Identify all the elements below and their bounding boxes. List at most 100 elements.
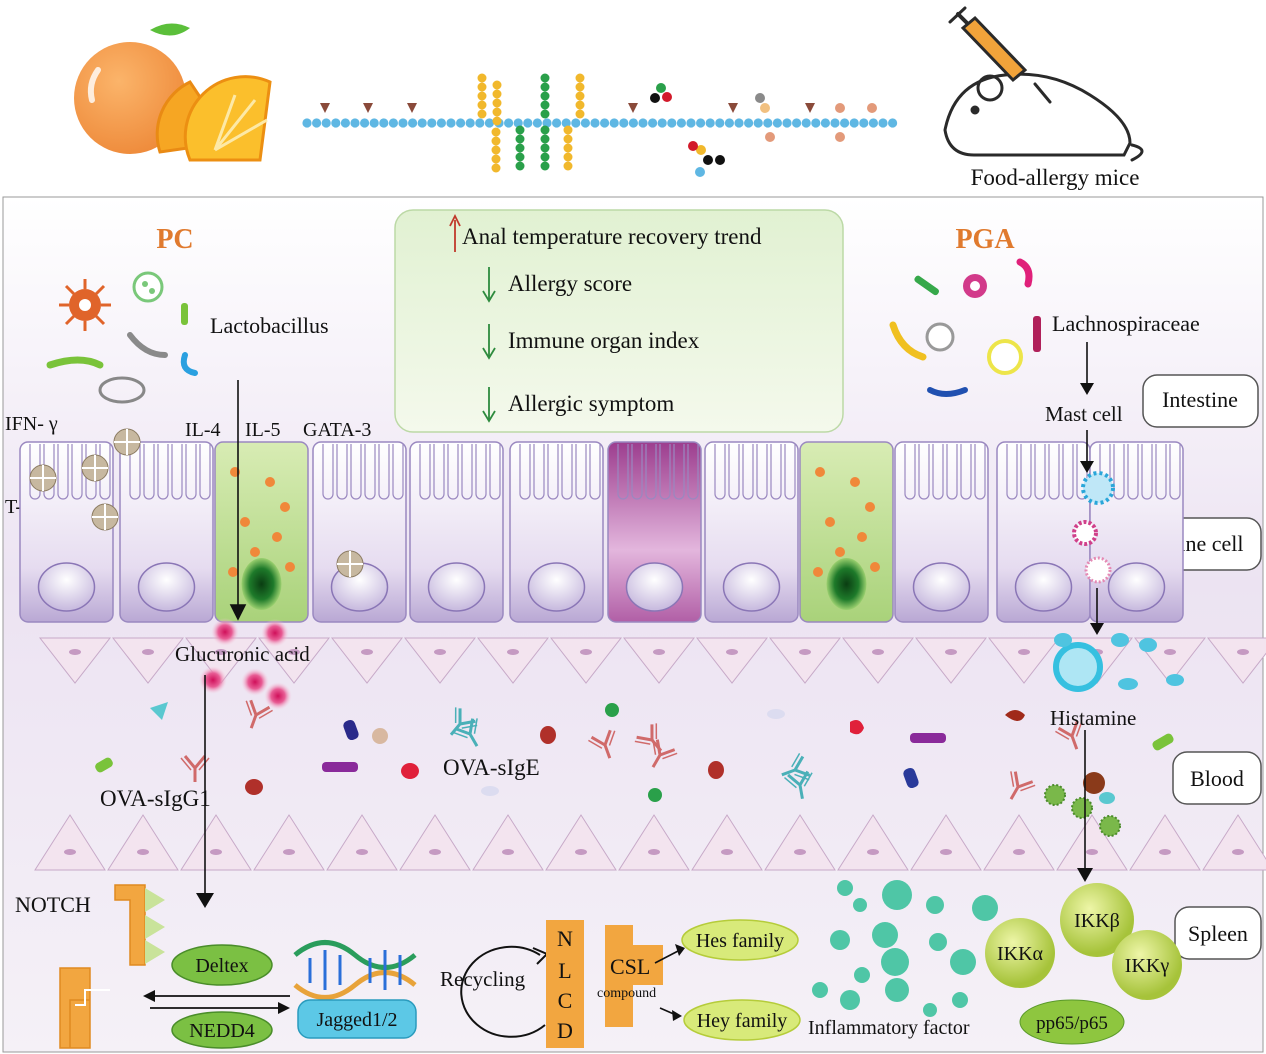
- chain-unit: [561, 118, 571, 128]
- basal-cell: [403, 637, 477, 684]
- chain-unit: [321, 118, 331, 128]
- vessel-cell: [545, 814, 617, 871]
- chain-unit: [840, 118, 850, 128]
- deltex-node: [171, 944, 273, 986]
- epithelial-cell: [996, 441, 1091, 623]
- il4-label: IL-4: [185, 419, 221, 441]
- chain-unit: [379, 118, 389, 128]
- chain-side-unit: [491, 145, 501, 155]
- cytokine-particle: [29, 464, 57, 492]
- intestine-label: Intestine: [1162, 387, 1238, 412]
- basal-cell: [476, 637, 550, 684]
- vessel-cell: [618, 814, 690, 871]
- exchange-arrows: [143, 990, 290, 1014]
- chain-side-unit: [540, 91, 550, 101]
- vessel-cell: [399, 814, 471, 871]
- vessel-cell: [326, 814, 398, 871]
- chain-unit: [696, 118, 706, 128]
- chain-side-unit: [477, 100, 487, 110]
- inflammatory-particle: [952, 992, 968, 1008]
- pc-label: PC: [156, 224, 193, 255]
- inflammatory-factor-label: Inflammatory factor: [808, 1017, 970, 1039]
- basal-cell: [549, 637, 623, 684]
- pga-bacteria-icons: [889, 258, 1041, 397]
- blood-particle: [1071, 797, 1093, 819]
- ikk-complex: [985, 883, 1182, 1045]
- nedd4-node: [171, 1011, 273, 1049]
- chain-side-unit: [540, 143, 550, 153]
- chain-side-unit: [540, 161, 550, 171]
- nicd-letter: C: [558, 988, 573, 1013]
- chain-branch: [728, 103, 738, 113]
- chain-unit: [590, 118, 600, 128]
- antibody-icon: [634, 723, 663, 752]
- epithelial-cell: [1089, 441, 1184, 623]
- blood-particle: [708, 761, 724, 779]
- vessel-cell: [983, 814, 1055, 871]
- notch-receptor-icon: [59, 884, 165, 1049]
- chain-unit: [398, 118, 408, 128]
- blood-particle: [245, 779, 263, 795]
- ova-sige-label: OVA-sIgE: [443, 755, 540, 780]
- chain-unit: [724, 118, 735, 128]
- pathway-arrows: [196, 342, 1104, 908]
- inflammatory-particle: [950, 949, 976, 975]
- nicd-letter: D: [557, 1018, 573, 1043]
- blood-particle: [540, 726, 556, 744]
- chain-side-unit: [492, 80, 502, 90]
- blood-particle: [1099, 815, 1121, 837]
- chain-unit: [878, 118, 888, 128]
- blood-particle: [343, 719, 359, 741]
- chain-unit: [427, 118, 437, 128]
- ikk-alpha-label: IKKα: [997, 943, 1044, 965]
- vessel-cell-layer: [34, 814, 1266, 871]
- vessel-cell: [1129, 814, 1201, 871]
- basal-cell: [111, 637, 185, 684]
- blood-particle: [903, 767, 919, 789]
- chain-side-unit: [563, 143, 573, 153]
- antibody-icon: [245, 699, 273, 729]
- lachnospiraceae-label: Lachnospiraceae: [1052, 311, 1200, 336]
- blood-particle: [95, 757, 113, 773]
- spleen-label-box: [1174, 906, 1262, 960]
- glucuronic-acid-label: Glucuronic acid: [175, 642, 310, 666]
- histamine-label: Histamine: [1050, 706, 1136, 730]
- antibody-icon: [781, 753, 811, 781]
- target-arrows: [654, 944, 685, 1021]
- vessel-cell: [253, 814, 325, 871]
- nicd-letter: L: [558, 958, 571, 983]
- antibody-icon: [588, 729, 616, 759]
- epithelial-cell: [119, 441, 214, 623]
- chain-side-unit: [477, 73, 487, 83]
- epithelial-cell: [509, 441, 604, 623]
- chain-side-unit: [491, 136, 501, 146]
- chain-unit: [484, 118, 494, 128]
- inflammatory-particle: [853, 898, 867, 912]
- chain-side-unit: [662, 92, 672, 102]
- chain-unit: [763, 118, 773, 128]
- chain-branch: [407, 103, 417, 113]
- chain-unit: [868, 118, 879, 128]
- pp65-label: pp65/p65: [1036, 1013, 1108, 1034]
- chain-unit: [667, 118, 677, 128]
- th1-particles: [29, 428, 364, 578]
- chain-side-unit: [703, 155, 713, 165]
- chain-unit: [331, 118, 341, 128]
- inflammatory-particle: [812, 982, 828, 998]
- chain-unit: [830, 118, 840, 128]
- chain-unit: [609, 118, 619, 128]
- chain-side-unit: [515, 161, 525, 171]
- chain-side-unit: [491, 163, 501, 173]
- chain-unit: [782, 118, 792, 128]
- inflammatory-particle: [837, 880, 853, 896]
- chain-side-unit: [540, 100, 550, 110]
- chain-side-unit: [835, 132, 845, 142]
- chain-unit: [436, 118, 446, 128]
- il5-label: IL-5: [245, 419, 281, 441]
- effect-item-label: Allergy score: [508, 271, 632, 296]
- glucuronic-acid-particles: [199, 618, 292, 710]
- gata3-label: GATA-3: [303, 419, 371, 441]
- vessel-cell: [691, 814, 763, 871]
- chain-unit: [715, 118, 725, 128]
